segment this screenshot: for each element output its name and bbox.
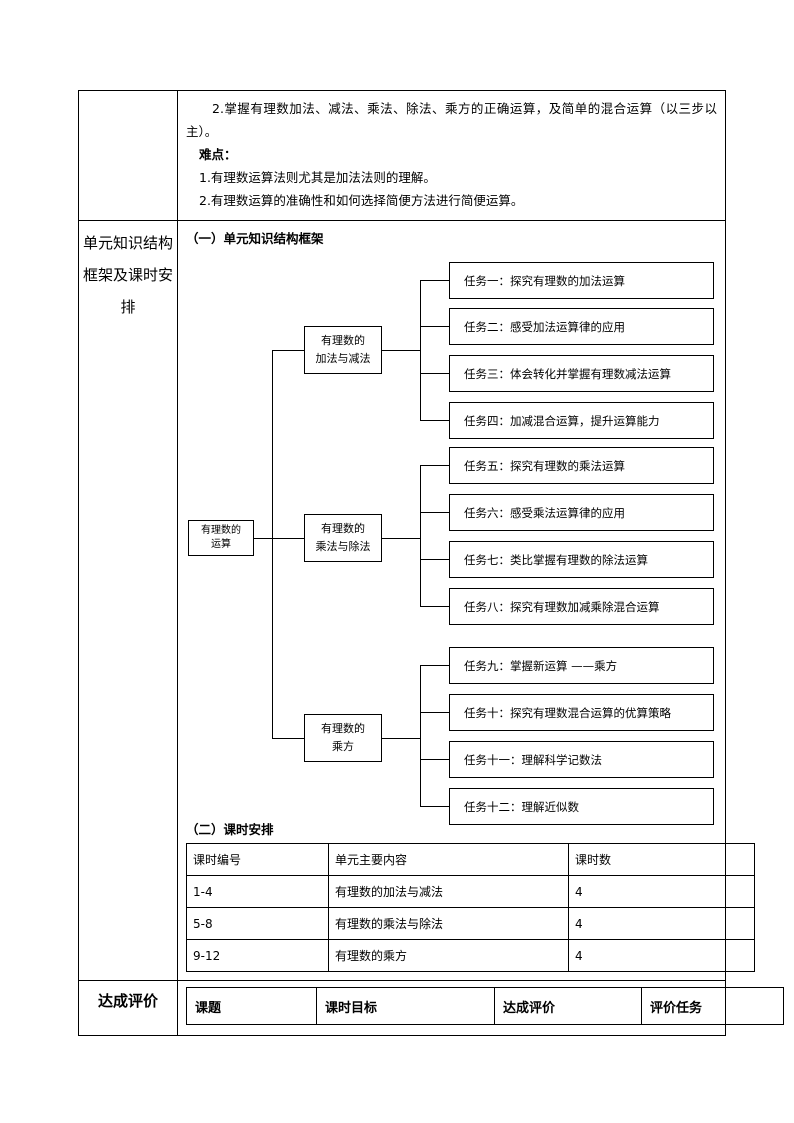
tree-node-branch-3: 有理数的 乘方 [304, 714, 382, 762]
tree-leaf-task-8: 任务八：探究有理数加减乘除混合运算 [449, 588, 714, 625]
tree-connector-task-11 [420, 759, 449, 761]
tree-connector-task-3 [420, 373, 449, 375]
schedule-header-period: 课时编号 [186, 843, 329, 876]
tree-connector-task-12 [420, 806, 449, 808]
tree-connector-branch-1-in [272, 350, 304, 352]
schedule-cell-content-2: 有理数的乘法与除法 [328, 907, 569, 940]
tree-node-branch-1-line2: 加法与减法 [315, 352, 371, 365]
tree-connector-task-4 [420, 420, 449, 422]
difficulty-item-1: 1.有理数运算法则尤其是加法法则的理解。 [199, 170, 436, 185]
schedule-row-3: 9-12 有理数的乘方 4 [186, 939, 755, 972]
tree-connector-branch-1-out [382, 350, 420, 352]
tree-connector-task-2 [420, 326, 449, 328]
tree-node-branch-1: 有理数的 加法与减法 [304, 326, 382, 374]
tree-leaf-task-12: 任务十二：理解近似数 [449, 788, 714, 825]
structure-cell: （一）单元知识结构框架 有理数的 运算 [177, 220, 755, 981]
row-label-structure-cell: 单元知识结构框架及课时安排 [78, 220, 178, 981]
tree-connector-task-7 [420, 559, 449, 561]
tree-leaf-task-2: 任务二：感受加法运算律的应用 [449, 308, 714, 345]
schedule-header-hours: 课时数 [568, 843, 755, 876]
tree-leaf-task-1: 任务一：探究有理数的加法运算 [449, 262, 714, 299]
table-row-objectives: 2.掌握有理数加法、减法、乘法、除法、乘方的正确运算，及简单的混合运算（以三步以… [78, 90, 726, 221]
tree-leaf-task-7: 任务七：类比掌握有理数的除法运算 [449, 541, 714, 578]
evaluation-header-topic: 课题 [186, 987, 317, 1025]
tree-connector-task-10 [420, 712, 449, 714]
tree-leaf-task-5: 任务五：探究有理数的乘法运算 [449, 447, 714, 484]
row-label-empty [78, 90, 178, 221]
schedule-cell-period-3: 9-12 [186, 939, 329, 972]
difficulty-item-2: 2.有理数运算的准确性和如何选择简便方法进行简便运算。 [199, 193, 524, 208]
evaluation-header-assessment: 达成评价 [494, 987, 642, 1025]
tree-leaf-task-3: 任务三：体会转化并掌握有理数减法运算 [449, 355, 714, 392]
tree-connector-branch-2-spine [420, 465, 422, 607]
table-row-evaluation: 达成评价 课题 课时目标 达成评价 评价任务 [78, 980, 784, 1036]
schedule-row-2: 5-8 有理数的乘法与除法 4 [186, 907, 755, 940]
tree-connector-branch-2-in [272, 538, 304, 540]
tree-connector-task-9 [420, 665, 449, 667]
tree-node-branch-2: 有理数的 乘法与除法 [304, 514, 382, 562]
tree-connector-branch-2-out [382, 538, 420, 540]
tree-connector-task-5 [420, 465, 449, 467]
tree-leaf-task-11: 任务十一：理解科学记数法 [449, 741, 714, 778]
evaluation-header-objective: 课时目标 [316, 987, 495, 1025]
schedule-cell-period-2: 5-8 [186, 907, 329, 940]
tree-connector-branch-1-spine [420, 280, 422, 420]
schedule-cell-content-3: 有理数的乘方 [328, 939, 569, 972]
evaluation-header-row: 课题 课时目标 达成评价 评价任务 [186, 987, 784, 1025]
tree-leaf-task-10: 任务十：探究有理数混合运算的优算策略 [449, 694, 714, 731]
tree-connector-task-8 [420, 606, 449, 608]
course-schedule-table: 课时编号 单元主要内容 课时数 1-4 有理数的加法与减法 4 5-8 [186, 843, 755, 972]
schedule-header-content: 单元主要内容 [328, 843, 569, 876]
tree-node-branch-2-line1: 有理数的 [321, 522, 365, 535]
row-label-structure: 单元知识结构框架及课时安排 [83, 234, 174, 316]
tree-connector-task-1 [420, 280, 449, 282]
schedule-cell-hours-3: 4 [568, 939, 755, 972]
section-heading-structure: （一）单元知识结构框架 [186, 231, 324, 246]
evaluation-header-task: 评价任务 [641, 987, 784, 1025]
objectives-cell: 2.掌握有理数加法、减法、乘法、除法、乘方的正确运算，及简单的混合运算（以三步以… [177, 90, 726, 221]
tree-node-branch-2-line2: 乘法与除法 [315, 540, 371, 553]
tree-node-branch-1-line1: 有理数的 [321, 334, 365, 347]
schedule-cell-hours-1: 4 [568, 875, 755, 908]
table-row-structure: 单元知识结构框架及课时安排 （一）单元知识结构框架 有理数的 运算 [78, 220, 755, 981]
row-label-evaluation-cell: 达成评价 [78, 980, 178, 1036]
tree-leaf-task-4: 任务四：加减混合运算，提升运算能力 [449, 402, 714, 439]
knowledge-structure-diagram: 有理数的 运算 有理数的 加法与减 [186, 253, 716, 825]
tree-connector-task-6 [420, 512, 449, 514]
evaluation-table: 课题 课时目标 达成评价 评价任务 [186, 987, 784, 1025]
tree-node-root-line1: 有理数的 [201, 525, 241, 536]
row-label-evaluation: 达成评价 [97, 992, 158, 1010]
tree-node-branch-3-line1: 有理数的 [321, 722, 365, 735]
schedule-row-1: 1-4 有理数的加法与减法 4 [186, 875, 755, 908]
tree-node-branch-3-line2: 乘方 [332, 740, 354, 753]
tree-leaf-task-9: 任务九：掌握新运算 ——乘方 [449, 647, 714, 684]
unit-plan-table: 2.掌握有理数加法、减法、乘法、除法、乘方的正确运算，及简单的混合运算（以三步以… [78, 90, 784, 1036]
section-heading-schedule: （二）课时安排 [186, 822, 274, 837]
tree-leaf-task-6: 任务六：感受乘法运算律的应用 [449, 494, 714, 531]
tree-connector-branch-3-spine [420, 665, 422, 807]
schedule-cell-period-1: 1-4 [186, 875, 329, 908]
tree-connector-root-spine [272, 350, 274, 738]
schedule-cell-content-1: 有理数的加法与减法 [328, 875, 569, 908]
tree-node-root: 有理数的 运算 [188, 520, 254, 556]
tree-node-root-line2: 运算 [211, 539, 231, 550]
tree-connector-branch-3-in [272, 738, 304, 740]
tree-connector-root-stub [254, 538, 272, 540]
difficulty-heading: 难点： [199, 147, 237, 162]
objective-item-2: 2.掌握有理数加法、减法、乘法、除法、乘方的正确运算，及简单的混合运算（以三步以… [186, 101, 717, 139]
evaluation-cell: 课题 课时目标 达成评价 评价任务 [177, 980, 784, 1036]
schedule-header-row: 课时编号 单元主要内容 课时数 [186, 843, 755, 876]
schedule-cell-hours-2: 4 [568, 907, 755, 940]
tree-connector-branch-3-out [382, 738, 420, 740]
